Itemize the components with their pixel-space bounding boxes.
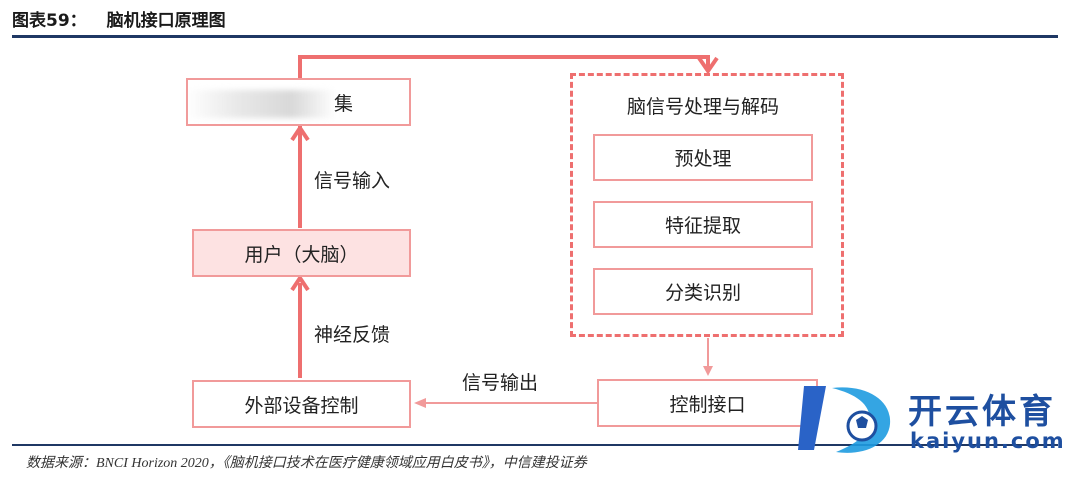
figure-number: 图表59： xyxy=(12,11,87,31)
bottom-rule xyxy=(12,444,1058,446)
watermark-brand-cn: 开云体育 xyxy=(908,392,1056,432)
control-interface-box: 控制接口 xyxy=(597,379,818,427)
arrowhead-acquisition xyxy=(290,124,310,142)
arrowhead-user xyxy=(290,274,310,292)
figure-subtitle: 脑机接口原理图 xyxy=(106,11,226,31)
decode-group-title: 脑信号处理与解码 xyxy=(627,96,780,118)
edge-label-signal-input: 信号输入 xyxy=(314,170,391,192)
user-brain-label: 用户（大脑） xyxy=(244,243,359,266)
arrow-user-to-decode xyxy=(298,55,710,228)
control-interface-label: 控制接口 xyxy=(669,393,746,416)
classify-box: 分类识别 xyxy=(593,268,813,315)
arrowhead-interface xyxy=(703,366,713,376)
preprocess-box: 预处理 xyxy=(593,134,813,181)
arrowhead-decode xyxy=(697,56,719,75)
user-brain-box: 用户（大脑） xyxy=(192,229,411,277)
figure-title: 图表59： 脑机接口原理图 xyxy=(12,6,226,31)
edge-label-signal-output: 信号输出 xyxy=(462,372,539,394)
watermark-brand-en: kaiyun.com xyxy=(910,429,1066,453)
feature-extract-box: 特征提取 xyxy=(593,201,813,248)
arrowhead-external xyxy=(414,398,426,408)
signal-acquisition-label: 集 xyxy=(333,92,353,115)
feature-extract-label: 特征提取 xyxy=(664,215,741,237)
edge-label-neural-feedback: 神经反馈 xyxy=(314,324,391,346)
watermark-logo-icon xyxy=(798,386,891,453)
classify-label: 分类识别 xyxy=(664,282,741,304)
external-control-box: 外部设备控制 xyxy=(192,380,411,428)
external-control-label: 外部设备控制 xyxy=(244,394,359,417)
preprocess-label: 预处理 xyxy=(674,148,732,170)
decode-group xyxy=(570,73,844,337)
top-rule xyxy=(12,35,1058,38)
source-note: 数据来源：BNCI Horizon 2020，《脑机接口技术在医疗健康领域应用白… xyxy=(26,456,587,471)
blurred-region xyxy=(186,90,336,118)
